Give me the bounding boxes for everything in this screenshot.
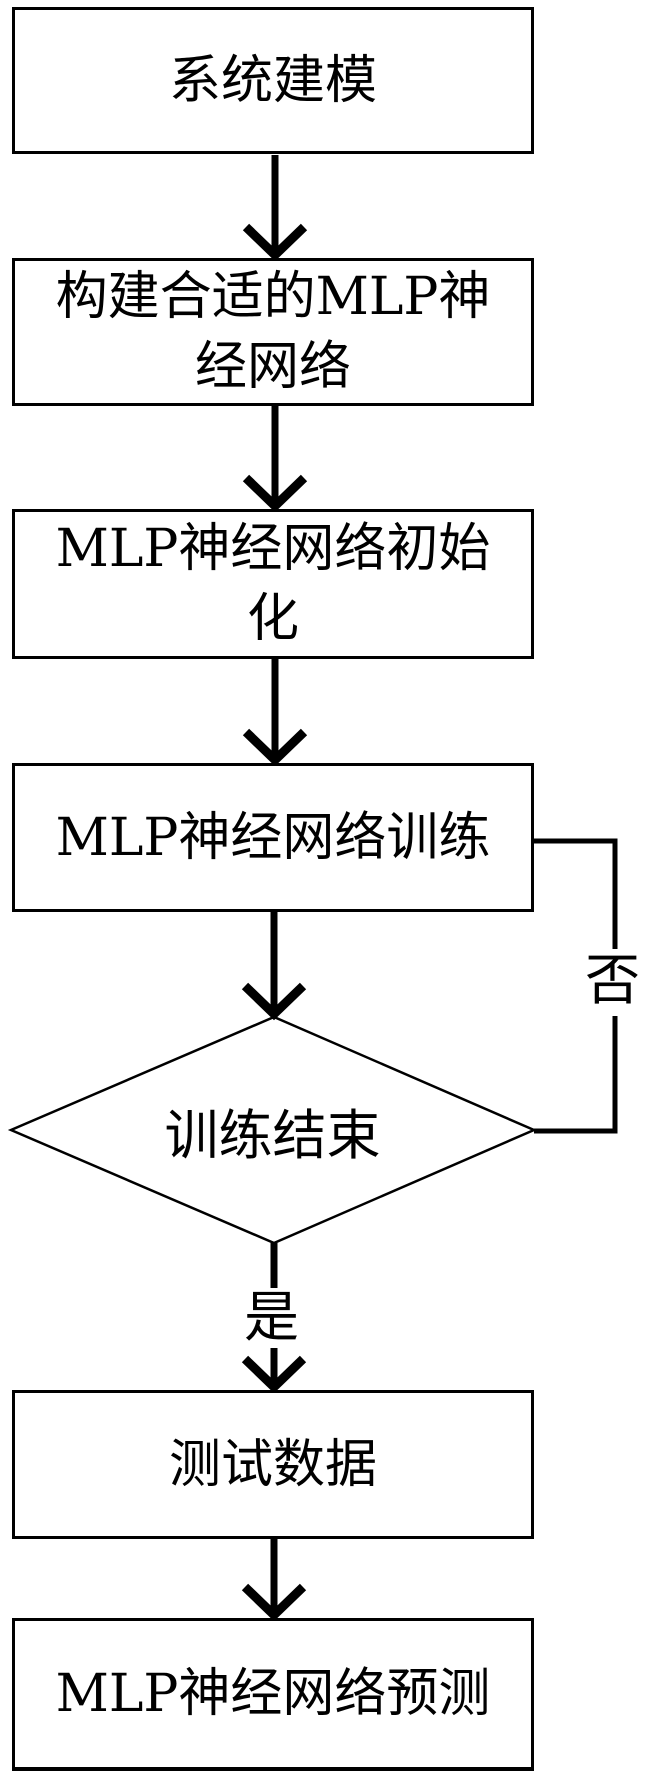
- arrow-3: [242, 659, 308, 767]
- node-label-line: MLP神经网络训练: [55, 807, 491, 868]
- node-label-line: MLP神经网络初始: [55, 519, 491, 579]
- yes-edge-label: 是: [244, 1285, 300, 1349]
- arrow-1: [242, 155, 308, 262]
- arrow-4: [241, 912, 307, 1021]
- no-edge-label: 否: [585, 948, 641, 1012]
- node-label-line: 测试数据: [168, 1434, 377, 1495]
- flow-node-mlp-initialization: MLP神经网络初始 化: [12, 509, 534, 659]
- node-label-line: 训练结束: [164, 1103, 381, 1167]
- node-label-line: 化: [246, 589, 299, 649]
- flow-node-test-data: 测试数据: [12, 1390, 534, 1539]
- node-label-line: MLP神经网络预测: [55, 1664, 491, 1724]
- flow-node-mlp-training: MLP神经网络训练: [12, 763, 534, 912]
- node-label-line: 构建合适的MLP神: [55, 267, 491, 327]
- arrow-2: [242, 406, 308, 513]
- arrow-6: [241, 1539, 307, 1622]
- flow-node-training-finished: 训练结束: [112, 1098, 433, 1167]
- flow-node-system-modeling: 系统建模: [12, 7, 534, 154]
- flow-node-build-mlp-network: 构建合适的MLP神 经网络: [12, 258, 534, 406]
- arrow-5: [241, 1348, 307, 1394]
- flow-node-mlp-prediction: MLP神经网络预测: [12, 1618, 534, 1771]
- node-label-line: 系统建模: [168, 50, 377, 111]
- no-branch-connector-upper: [533, 838, 618, 949]
- no-branch-connector-lower: [534, 1016, 618, 1134]
- node-label-line: 经网络: [194, 337, 351, 397]
